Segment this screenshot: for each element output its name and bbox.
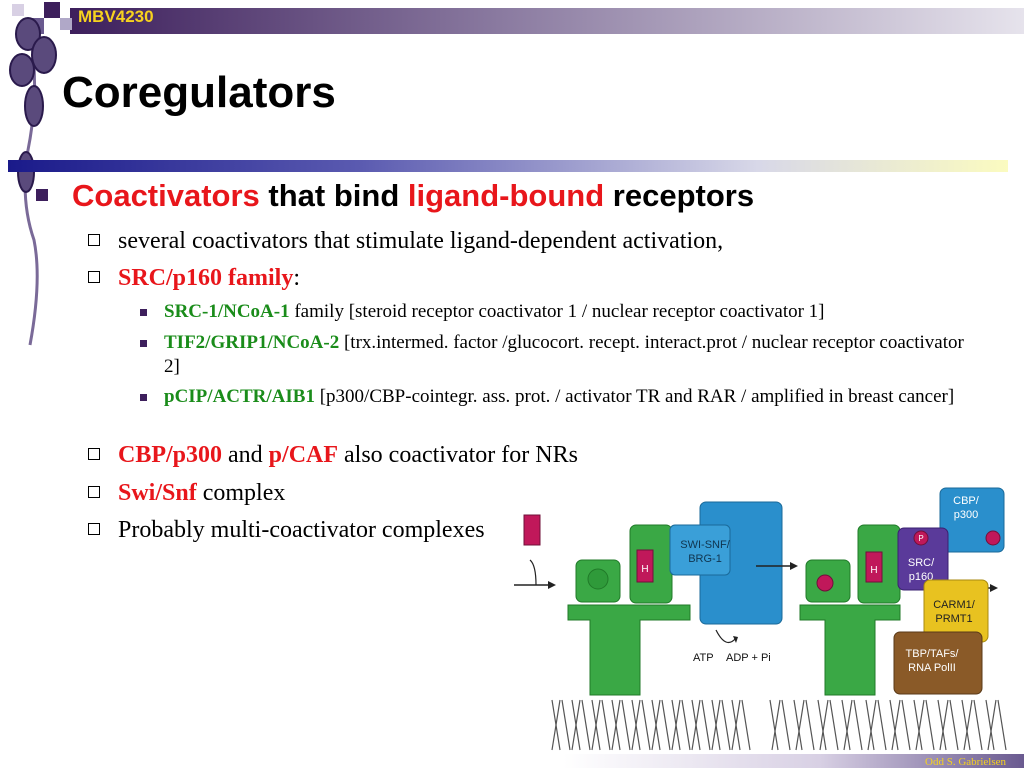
receptor-complex-right: H [799,524,901,696]
src-label-1: SRC/ [908,557,935,569]
sub-bullet-3: CBP/p300 and p/CAF also coactivator for … [88,442,578,469]
src-family-term: SRC/p160 family [118,265,294,291]
src-label-2: p160 [909,571,933,583]
coactivators-term: Coactivators [72,178,260,213]
coactivator-name: TIF2/GRIP1/NCoA-2 [164,332,340,353]
cbp-label-2: p300 [954,509,978,521]
tbp-label-2: RNA PolII [908,662,956,674]
sub-bullet-1: several coactivators that stimulate liga… [88,228,723,255]
sub-bullet-text: : [293,265,301,291]
carm-label-2: PRMT1 [935,613,972,625]
coactivator-desc: family [steroid receptor coactivator 1 /… [289,301,825,322]
coactivator-figure: H SWI-SNF/ BRG-1 ATP ADP + Pi H CBP/ p30… [514,487,1007,751]
title-rule [8,160,1008,172]
p-label: P [918,534,923,543]
decor-square [60,18,72,30]
hollow-square-bullet [88,271,100,284]
main-bullet: Coactivators that bind ligand-bound rece… [36,178,754,214]
hollow-square-bullet [88,234,100,247]
coactivator-desc: [trx.intermed. factor /glucocort. recept… [164,332,964,377]
swisnf-label-1: SWI-SNF/ [680,539,730,551]
coactivator-desc: [p300/CBP-cointegr. ass. prot. / activat… [314,386,955,407]
sub-bullet-4: Swi/Snf complex [88,480,285,507]
page-title: Coregulators [62,68,336,117]
sub-bullet-2: SRC/p160 family: [88,265,300,292]
sub-bullet-text: several coactivators that stimulate liga… [118,228,724,254]
coactivator-name: pCIP/ACTR/AIB1 [164,386,315,407]
receptor-complex-left: H [567,524,691,696]
decor-square [44,2,60,18]
header-band [70,8,1024,34]
hollow-square-bullet [88,448,100,461]
sub-bullet-text: Probably multi-coactivator complexes [118,517,485,543]
h-label: H [870,565,877,576]
swisnf-label-2: BRG-1 [688,553,722,565]
bullet-text: receptors [604,178,755,213]
h-label: H [641,564,648,575]
carm-label-1: CARM1/ [933,599,976,611]
footer-author: Odd S. Gabrielsen [925,756,1006,768]
chromatin-left [551,699,751,751]
adp-label: ADP + Pi [726,652,771,664]
sub-bullet-text: also coactivator for NRs [338,442,578,468]
hollow-square-bullet [88,486,100,499]
bullet-text: that bind [259,178,408,213]
hollow-square-bullet [88,523,100,536]
sub-bullet-5: Probably multi-coactivator complexes [88,517,485,544]
sub-bullet-text: and [222,442,269,468]
coactivator-name: SRC-1/NCoA-1 [164,301,290,322]
sub-sub-bullet-1: SRC-1/NCoA-1 family [steroid receptor co… [140,300,980,324]
cbp-term: CBP/p300 [118,442,223,468]
swisnf-complex: SWI-SNF/ BRG-1 [669,501,783,625]
bullet-square [140,309,147,316]
bullet-square [36,188,48,201]
chromatin-right [769,699,1007,751]
bullet-square [140,340,147,347]
footer-band [0,754,1024,768]
decor-square [12,4,24,16]
cbp-label-1: CBP/ [953,495,980,507]
sub-sub-bullet-2: TIF2/GRIP1/NCoA-2 [trx.intermed. factor … [140,331,980,379]
sub-sub-bullet-3: pCIP/ACTR/AIB1 [p300/CBP-cointegr. ass. … [140,385,980,409]
sub-bullet-text: complex [196,480,286,506]
swisnf-term: Swi/Snf [118,480,197,506]
tbp-label-1: TBP/TAFs/ [906,648,960,660]
bullet-square [140,394,147,401]
course-code: MBV4230 [78,7,154,26]
pcaf-term: p/CAF [268,442,339,468]
atp-label: ATP [693,652,714,664]
ligand-bound-term: ligand-bound [407,178,605,213]
